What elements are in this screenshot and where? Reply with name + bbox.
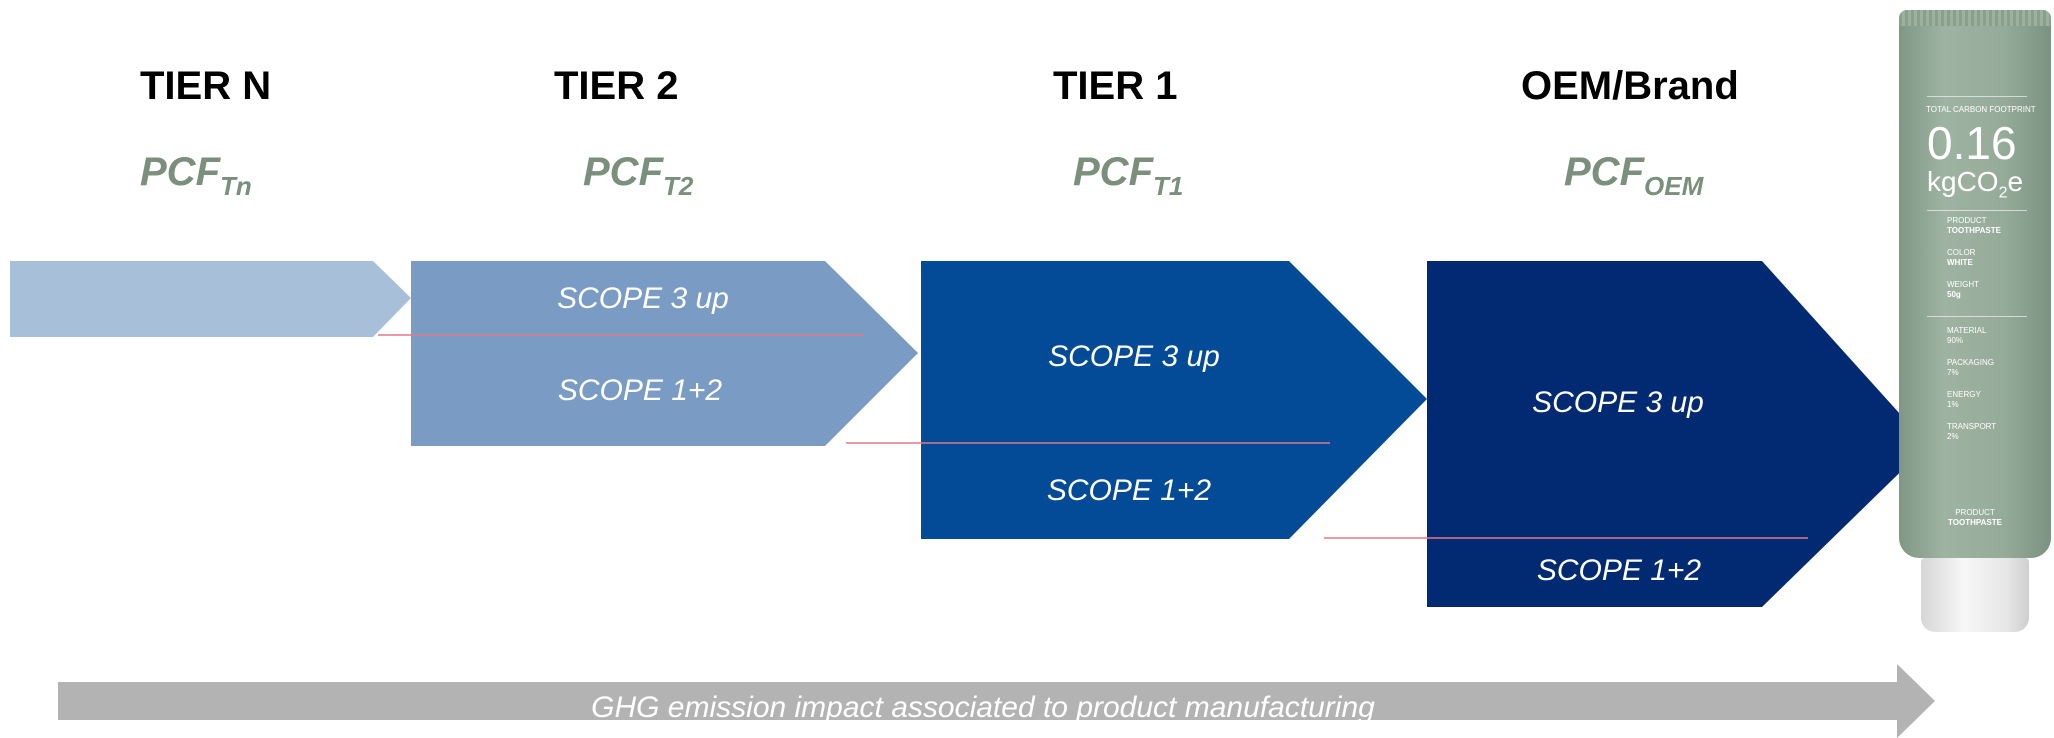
unit-end: e (2007, 166, 2024, 197)
breakdown-value: 90% (1947, 336, 1964, 345)
oem-scope3-label: SCOPE 3 up (1532, 386, 1704, 419)
oem-arrow (1427, 261, 1928, 607)
detail-label: WEIGHT (1947, 280, 1979, 289)
breakdown-label: ENERGY (1947, 390, 1981, 399)
pcf-oem: PCFOEM (1564, 150, 1703, 202)
oem-brand-title: OEM/Brand (1521, 64, 1739, 108)
pcf-label: PCF (1073, 150, 1153, 194)
unit-main: kgCO (1927, 166, 1999, 197)
tier-2-title: TIER 2 (554, 64, 679, 108)
pcf-subscript: T2 (663, 171, 694, 201)
oem-scope12-label: SCOPE 1+2 (1537, 554, 1702, 587)
tier-1-scope12-label: SCOPE 1+2 (1047, 474, 1212, 507)
detail-value: TOOTHPASTE (1947, 226, 2001, 235)
tier-n-arrow (10, 261, 411, 337)
breakdown-label: PACKAGING (1947, 358, 1994, 367)
tier-2-scope12-label: SCOPE 1+2 (558, 374, 723, 407)
tube-body (1899, 10, 2051, 558)
tube-divider (1927, 96, 2027, 97)
pcf-label: PCF (140, 150, 220, 194)
tube-crimp (1899, 10, 2051, 26)
detail-label: PRODUCT (1947, 216, 1987, 225)
breakdown-value: 7% (1947, 368, 1959, 377)
pcf-tier-n: PCFTn (140, 150, 252, 202)
tube-divider (1927, 316, 2027, 317)
tier-1-scope3-label: SCOPE 3 up (1048, 340, 1220, 373)
breakdown-label: TRANSPORT (1947, 422, 1997, 431)
detail-label: COLOR (1947, 248, 1976, 257)
tube-breakdown-transport: TRANSPORT 2% (1947, 422, 1996, 442)
unit-subscript: 2 (1998, 184, 2008, 202)
breakdown-value: 2% (1947, 432, 1959, 441)
detail-value: WHITE (1947, 258, 1973, 267)
tier-2-arrow (411, 261, 918, 446)
breakdown-value: 1% (1947, 400, 1959, 409)
tube-header-text: TOTAL CARBON FOOTPRINT (1926, 105, 2036, 114)
pcf-subscript: T1 (1153, 171, 1184, 201)
footer-label: PRODUCT (1955, 508, 1995, 517)
tube-breakdown-material: MATERIAL 90% (1947, 326, 1986, 346)
tube-detail-color: COLOR WHITE (1947, 248, 1975, 268)
tube-cap (1921, 558, 2029, 632)
tier-2-scope3-label: SCOPE 3 up (557, 282, 729, 315)
pcf-tier-1: PCFT1 (1073, 150, 1183, 202)
footer-value: TOOTHPASTE (1948, 518, 2002, 527)
pcf-label: PCF (1564, 150, 1644, 194)
tube-footprint-unit: kgCO2e (1927, 166, 2023, 210)
tube-footprint-value: 0.16 (1927, 117, 2017, 169)
tier-1-title: TIER 1 (1053, 64, 1178, 108)
tube-breakdown-packaging: PACKAGING 7% (1947, 358, 1994, 378)
pcf-subscript: Tn (220, 171, 252, 201)
tier-n-title: TIER N (140, 64, 272, 108)
pcf-tier-2: PCFT2 (583, 150, 693, 202)
tube-breakdown-energy: ENERGY 1% (1947, 390, 1981, 410)
ghg-arrow-label: GHG emission impact associated to produc… (591, 691, 1375, 724)
toothpaste-tube-image: TOTAL CARBON FOOTPRINT 0.16 kgCO2e PRODU… (1899, 10, 2051, 632)
pcf-label: PCF (583, 150, 663, 194)
tube-footer-product: PRODUCT TOOTHPASTE (1899, 508, 2051, 528)
tube-divider (1927, 210, 2027, 211)
ghg-emission-arrow (58, 664, 1935, 738)
pcf-subscript: OEM (1644, 171, 1704, 201)
breakdown-label: MATERIAL (1947, 326, 1987, 335)
tube-detail-weight: WEIGHT 50g (1947, 280, 1979, 300)
tube-detail-product: PRODUCT TOOTHPASTE (1947, 216, 2001, 236)
detail-value: 50g (1947, 290, 1961, 299)
tier-1-arrow (921, 261, 1427, 539)
